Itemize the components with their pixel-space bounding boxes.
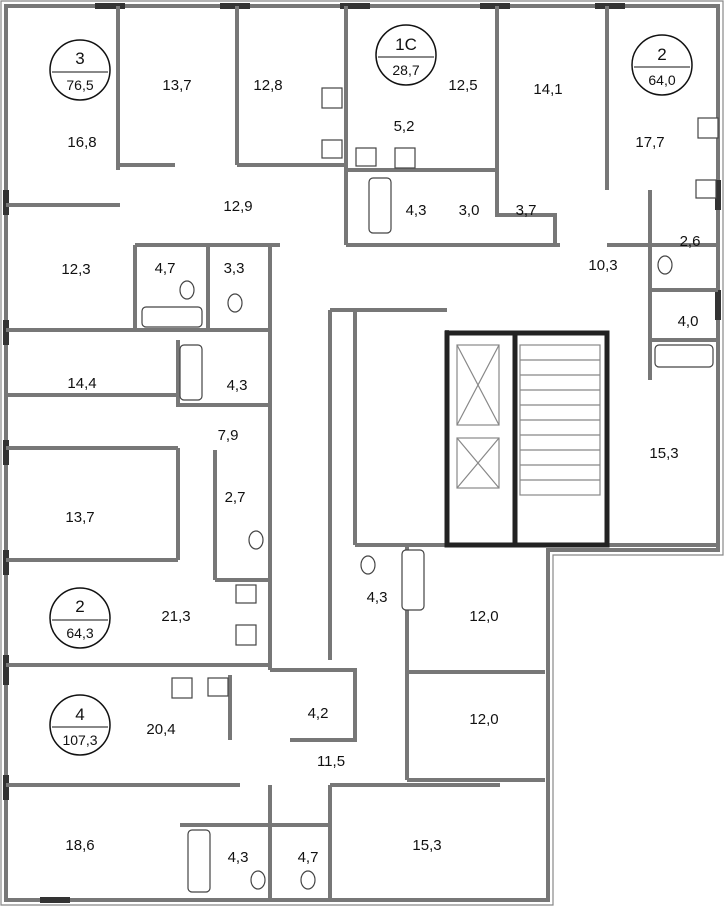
room-area: 20,4 — [146, 721, 175, 738]
room-area: 4,0 — [678, 313, 699, 330]
sink-icon — [355, 147, 377, 167]
room-area: 4,7 — [155, 260, 176, 277]
apartment-rooms: 2 — [657, 45, 666, 64]
windows — [3, 3, 721, 903]
room-area: 13,7 — [65, 509, 94, 526]
apartment-badge[interactable]: 4 107,3 — [49, 694, 111, 756]
toilet-icon — [250, 870, 266, 890]
stove-icon — [235, 624, 257, 646]
apartment-area: 28,7 — [392, 62, 419, 78]
apartment-badge[interactable]: 1С 28,7 — [375, 24, 437, 86]
room-area: 12,0 — [469, 711, 498, 728]
sink-icon — [207, 677, 229, 697]
apartment-area: 64,0 — [648, 72, 675, 88]
room-area: 14,1 — [533, 81, 562, 98]
stove-icon — [171, 677, 193, 699]
room-area: 2,7 — [225, 489, 246, 506]
bathtub-icon — [187, 829, 211, 893]
room-area: 12,8 — [253, 77, 282, 94]
room-labels: 16,8 13,7 12,8 12,5 14,1 17,7 5,2 12,9 4… — [61, 77, 700, 866]
elevator-2 — [456, 437, 500, 489]
room-area: 5,2 — [394, 118, 415, 135]
room-area: 18,6 — [65, 837, 94, 854]
bathtub-icon — [368, 177, 392, 234]
room-area: 4,2 — [308, 705, 329, 722]
interior-walls — [6, 6, 718, 900]
toilet-icon — [248, 530, 264, 550]
sink-icon — [235, 584, 257, 604]
bathtub-icon — [141, 306, 203, 328]
staircase — [519, 344, 601, 496]
room-area: 11,5 — [317, 753, 345, 770]
room-area: 16,8 — [67, 134, 96, 151]
room-area: 4,3 — [367, 589, 388, 606]
apartment-area: 107,3 — [62, 732, 97, 748]
toilet-icon — [360, 555, 376, 575]
bathtub-icon — [401, 549, 425, 611]
stove-icon — [697, 117, 719, 139]
room-area: 12,9 — [223, 198, 252, 215]
apartment-badge[interactable]: 2 64,3 — [49, 587, 111, 649]
apartment-rooms: 2 — [75, 597, 84, 616]
fixtures — [141, 87, 719, 893]
stove-icon — [394, 147, 416, 169]
room-area: 12,5 — [448, 77, 477, 94]
room-area: 4,7 — [298, 849, 319, 866]
apartment-rooms: 4 — [75, 705, 84, 724]
stove-icon — [321, 87, 343, 109]
elevator-1 — [456, 344, 500, 426]
room-area: 4,3 — [228, 849, 249, 866]
room-area: 3,7 — [516, 202, 537, 219]
room-area: 13,7 — [162, 77, 191, 94]
bathtub-icon — [654, 344, 714, 368]
apartment-badge[interactable]: 2 64,0 — [631, 34, 693, 96]
toilet-icon — [179, 280, 195, 300]
toilet-icon — [300, 870, 316, 890]
room-area: 2,6 — [680, 233, 701, 250]
apartment-area: 64,3 — [66, 625, 93, 641]
room-area: 15,3 — [649, 445, 678, 462]
room-area: 10,3 — [588, 257, 617, 274]
bathtub-icon — [179, 344, 203, 401]
toilet-icon — [227, 293, 243, 313]
room-area: 15,3 — [412, 837, 441, 854]
sink-icon — [695, 179, 717, 199]
room-area: 3,3 — [224, 260, 245, 277]
room-area: 4,3 — [406, 202, 427, 219]
apartment-rooms: 1С — [395, 35, 417, 54]
room-area: 12,0 — [469, 608, 498, 625]
apartment-rooms: 3 — [75, 49, 84, 68]
room-area: 7,9 — [218, 427, 239, 444]
building-core — [444, 330, 610, 548]
apartment-badge[interactable]: 3 76,5 — [49, 39, 111, 101]
room-area: 14,4 — [67, 375, 96, 392]
room-area: 4,3 — [227, 377, 248, 394]
room-area: 3,0 — [459, 202, 480, 219]
apartment-area: 76,5 — [66, 77, 93, 93]
room-area: 21,3 — [161, 608, 190, 625]
room-area: 17,7 — [635, 134, 664, 151]
sink-icon — [321, 139, 343, 159]
room-area: 12,3 — [61, 261, 90, 278]
toilet-icon — [657, 255, 673, 275]
